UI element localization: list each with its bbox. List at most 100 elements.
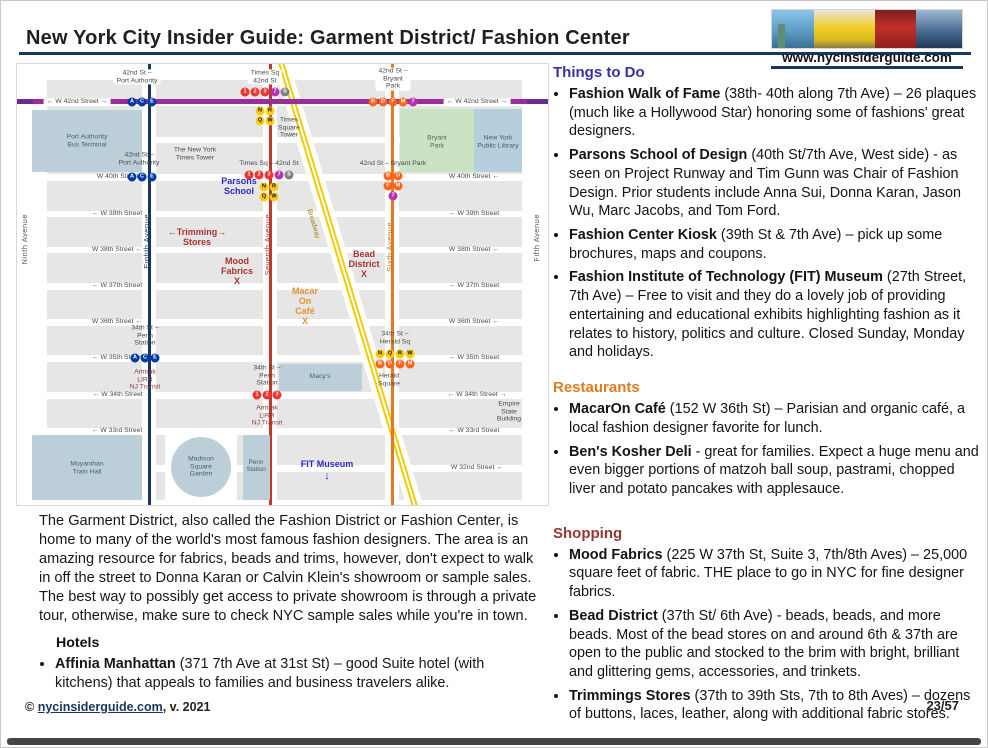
intro-paragraph: The Garment District, also called the Fa… bbox=[39, 513, 537, 624]
things-to-do-heading: Things to Do bbox=[553, 64, 645, 81]
seventh-avenue-label: Seventh Avenue bbox=[263, 214, 272, 276]
list-item: Bead District (37th St/ 6th Ave) - beads… bbox=[569, 607, 981, 682]
shopping-heading: Shopping bbox=[553, 524, 623, 542]
restaurants-list: MacarOn Café (152 W 36th St) – Parisian … bbox=[553, 400, 981, 499]
footer-copyright: © nycinsiderguide.com, v. 2021 bbox=[25, 700, 211, 714]
station-pa-mid-label: 42nd St – Port Authority bbox=[118, 151, 160, 166]
street-39-left: ← W 39th Street bbox=[91, 210, 143, 218]
street-42-right: ← W 42nd Street → bbox=[443, 98, 511, 106]
statue-of-liberty-photo bbox=[772, 10, 814, 48]
nypl-block bbox=[474, 109, 522, 172]
street-39-right: ← W 39th Street bbox=[448, 210, 500, 218]
hotel-item: Affinia Manhattan (371 7th Ave at 31st S… bbox=[55, 655, 539, 692]
ninth-avenue-label: Ninth Avenue bbox=[20, 214, 29, 265]
msg-label: Madison Square Garden bbox=[188, 455, 214, 478]
down-arrow-icon: ↓ bbox=[324, 469, 330, 482]
fifth-avenue-label: Fifth Avenue bbox=[532, 214, 541, 262]
macaron-cafe-marker: Macar On Café X bbox=[291, 285, 319, 327]
street-42-left: ← W 42nd Street → bbox=[43, 98, 111, 106]
port-authority-label: Port Authority Bus Terminal bbox=[66, 133, 108, 148]
station-penn7-sub: Amtrak LIRR NJ Transit bbox=[251, 404, 283, 427]
street-33-right: ← W 33rd Street bbox=[448, 427, 500, 435]
station-penn8-label: 34th St – Penn Station bbox=[131, 324, 159, 347]
right-column: Things to Do Fashion Walk of Fame (38th-… bbox=[553, 64, 981, 729]
page-title: New York City Insider Guide: Garment Dis… bbox=[26, 27, 630, 49]
station-pa-top-label: 42nd St – Port Authority bbox=[113, 69, 161, 85]
fit-museum-marker: FIT Museum bbox=[300, 458, 354, 469]
bottom-edge-bar bbox=[7, 738, 981, 745]
list-item: Parsons School of Design (40th St/7th Av… bbox=[569, 146, 981, 221]
penn-station-label: Penn Station bbox=[246, 458, 266, 473]
station-penn8-sub: Amtrak LIRR NJ Transit bbox=[129, 368, 161, 391]
list-item: Mood Fabrics (225 W 37th St, Suite 3, 7t… bbox=[569, 546, 981, 602]
footer-link[interactable]: nycinsiderguide.com bbox=[37, 700, 163, 714]
station-herald-label: 34th St – Herald Sq bbox=[379, 330, 411, 345]
street-38-right: W 38th Street ← bbox=[448, 246, 500, 254]
street-32-right: W 32nd Street ← bbox=[450, 464, 504, 472]
penn-station-block bbox=[243, 435, 270, 500]
page-header: New York City Insider Guide: Garment Dis… bbox=[19, 9, 971, 69]
bryant-park-block bbox=[400, 109, 474, 172]
station-herald-sub: Herald Square bbox=[378, 372, 400, 387]
things-to-do-list: Fashion Walk of Fame (38th- 40th along 7… bbox=[553, 85, 981, 362]
station-ts-mid-label: Times Sq – 42nd St bbox=[239, 160, 299, 168]
street-33-left: ← W 33rd Street bbox=[91, 427, 143, 435]
empire-state-label: Empire State Building bbox=[496, 400, 522, 423]
nypl-label: New York Public Library bbox=[477, 134, 519, 149]
times-square-tower-label: Times Square Tower bbox=[278, 116, 300, 139]
station-bp-mid-label: 42nd St – Bryant Park bbox=[359, 160, 427, 168]
port-authority-block bbox=[32, 110, 142, 172]
street-36-left: W 36th Street ← bbox=[91, 318, 143, 326]
street-34-right: ← W 34th Street → bbox=[447, 391, 507, 399]
street-37-right: ← W 37th Street bbox=[448, 282, 500, 290]
page-number: 23/57 bbox=[926, 698, 959, 713]
hotels-heading: Hotels bbox=[56, 635, 100, 651]
garment-district-map: Port Authority Bus Terminal The New York… bbox=[16, 63, 549, 506]
eighth-avenue-line bbox=[148, 64, 151, 505]
trimming-stores-marker: ←Trimming→ Stores bbox=[167, 226, 227, 247]
bryant-park-label: Bryant Park bbox=[427, 134, 447, 149]
macys-label: Macy's bbox=[309, 373, 331, 381]
list-item: MacarOn Café (152 W 36th St) – Parisian … bbox=[569, 400, 981, 437]
list-item: Fashion Walk of Fame (38th- 40th along 7… bbox=[569, 85, 981, 141]
42nd-street-subway-line bbox=[17, 99, 548, 104]
list-item: Fashion Center Kiosk (39th St & 7th Ave)… bbox=[569, 226, 981, 263]
seventh-avenue-line bbox=[269, 64, 272, 505]
brooklyn-bridge-photo bbox=[916, 10, 962, 48]
sixth-avenue-label: Sixth Avenue bbox=[385, 222, 394, 272]
street-38-left: W 38th Street ← bbox=[91, 246, 143, 254]
restaurants-heading: Restaurants bbox=[553, 379, 640, 397]
bead-district-marker: Bead District X bbox=[348, 248, 380, 280]
station-penn7-label: 34th St – Penn Station bbox=[253, 364, 281, 387]
website-link[interactable]: www.nycinsiderguide.com bbox=[771, 50, 963, 69]
madison-square-garden-circle bbox=[171, 437, 231, 497]
list-item: Trimmings Stores (37th to 39th Sts, 7th … bbox=[569, 687, 981, 724]
eighth-avenue-label: Eighth Avenue bbox=[142, 214, 151, 269]
macys-block bbox=[279, 364, 362, 391]
street-34-left: ← W 34th Street → bbox=[92, 391, 152, 399]
42nd-line-cap-left bbox=[17, 99, 33, 104]
times-square-sign-photo bbox=[874, 10, 917, 48]
hotels-section: Hotels Affinia Manhattan (371 7th Ave at… bbox=[39, 635, 539, 697]
street-35-right: ← W 35th Street bbox=[448, 354, 500, 362]
parsons-school-marker: Parsons School bbox=[221, 175, 257, 196]
yellow-taxi-photo bbox=[813, 10, 875, 48]
sixth-avenue-line bbox=[391, 64, 394, 505]
street-36-right: W 36th Street ← bbox=[448, 318, 500, 326]
list-item: Ben's Kosher Deli - great for families. … bbox=[569, 443, 981, 499]
street-40-right: W 40th Street ← bbox=[448, 173, 500, 181]
shopping-list: Mood Fabrics (225 W 37th St, Suite 3, 7t… bbox=[553, 546, 981, 724]
site-logo-collage bbox=[771, 9, 963, 49]
street-37-left: ← W 37th Street bbox=[91, 282, 143, 290]
mood-fabrics-marker: Mood Fabrics X bbox=[220, 255, 254, 287]
